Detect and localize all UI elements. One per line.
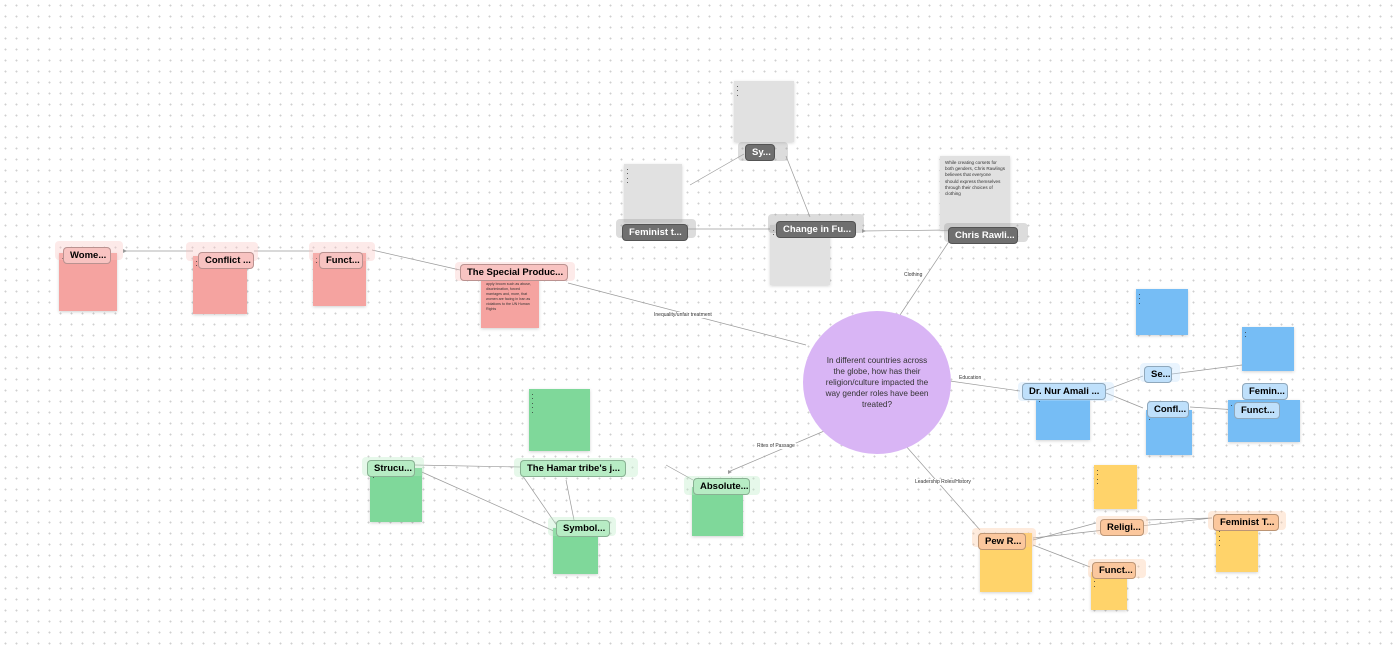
edge-label-education: Education bbox=[958, 375, 983, 381]
edge-label-leadership: Leadership Roles/History bbox=[914, 479, 972, 485]
note-text: apply broom such as abuse, discriminatio… bbox=[486, 282, 531, 311]
topic-label-funct-pink[interactable]: Funct... bbox=[319, 252, 363, 269]
sticky-note-structural[interactable] bbox=[370, 468, 422, 522]
edge-label-rites-of-passage: Rites of Passage bbox=[756, 443, 796, 449]
edge-label-clothing: Clothing bbox=[903, 272, 924, 278]
topic-label-change[interactable]: Change in Fu... bbox=[776, 221, 856, 238]
sticky-note-hamar-top[interactable] bbox=[529, 389, 590, 451]
topic-label-symbol[interactable]: Symbol... bbox=[556, 520, 610, 537]
central-question-text: In different countries across the globe,… bbox=[825, 356, 929, 409]
topic-label-nur-amali[interactable]: Dr. Nur Amali ... bbox=[1022, 383, 1106, 400]
topic-label-conflict-blue[interactable]: Confl... bbox=[1147, 401, 1189, 418]
topic-label-conflict-pink[interactable]: Conflict ... bbox=[198, 252, 254, 269]
central-question-node[interactable]: In different countries across the globe,… bbox=[803, 311, 951, 454]
sticky-note-special-rapporteur[interactable]: apply broom such as abuse, discriminatio… bbox=[481, 272, 539, 328]
topic-label-religion[interactable]: Religi... bbox=[1100, 519, 1144, 536]
topic-label-se[interactable]: Se... bbox=[1144, 366, 1172, 383]
note-text: While creating corsets for both genders,… bbox=[945, 160, 1006, 197]
sticky-note-chris-rawlings[interactable]: While creating corsets for both genders,… bbox=[940, 156, 1010, 230]
topic-label-femin-blue[interactable]: Femin... bbox=[1242, 383, 1288, 400]
sticky-note-feminist-gray[interactable] bbox=[624, 164, 682, 222]
topic-label-chris-rawlings[interactable]: Chris Rawli... bbox=[948, 227, 1018, 244]
topic-label-pew[interactable]: Pew R... bbox=[978, 533, 1026, 550]
edge-label-inequality: Inequality/unfair treatment bbox=[653, 312, 713, 318]
topic-label-funct-orange[interactable]: Funct... bbox=[1092, 562, 1136, 579]
topic-label-absolute[interactable]: Absolute... bbox=[693, 478, 750, 495]
topic-label-women[interactable]: Wome... bbox=[63, 247, 111, 264]
sticky-note-nur-amali[interactable] bbox=[1036, 392, 1090, 440]
sticky-note-symbolic-gray[interactable] bbox=[734, 81, 794, 142]
topic-label-feminist-gray[interactable]: Feminist t... bbox=[622, 224, 688, 241]
sticky-note-absolute[interactable] bbox=[692, 487, 743, 536]
topic-label-sy[interactable]: Sy... bbox=[745, 144, 775, 161]
topic-label-strucu[interactable]: Strucu... bbox=[367, 460, 415, 477]
topic-label-hamar[interactable]: The Hamar tribe's j... bbox=[520, 460, 626, 477]
topic-label-feminist-orange[interactable]: Feminist T... bbox=[1213, 514, 1279, 531]
sticky-note-religion-top[interactable] bbox=[1094, 465, 1137, 509]
sticky-note-blue-top[interactable] bbox=[1136, 289, 1188, 335]
topic-label-funct-blue[interactable]: Funct... bbox=[1234, 402, 1280, 419]
topic-label-special-product[interactable]: The Special Produc... bbox=[460, 264, 568, 281]
sticky-note-blue-right[interactable] bbox=[1242, 327, 1294, 371]
